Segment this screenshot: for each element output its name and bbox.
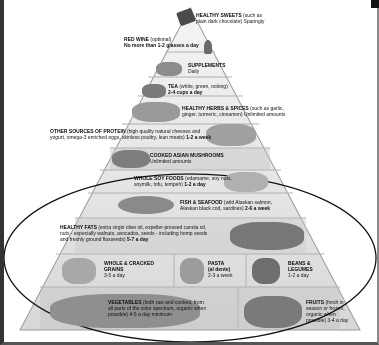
corner-mark-top-right bbox=[371, 0, 379, 8]
